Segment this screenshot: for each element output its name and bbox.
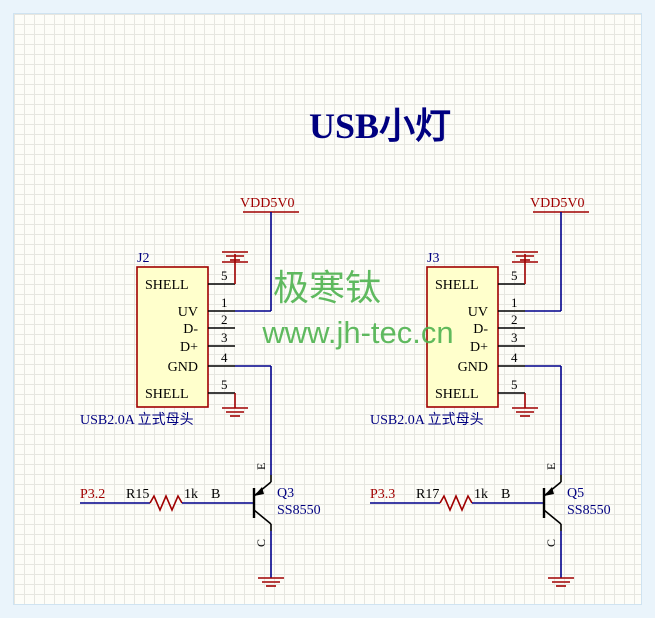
connector-pin-number: 4 [221,350,228,365]
connector-pin-label: SHELL [145,278,189,293]
transistor-emitter-label: E [544,463,558,470]
connector-pin-label: UV [178,305,198,320]
connector-pin-label: GND [168,360,198,375]
transistor-base-label: B [211,487,220,502]
page-title: USB小灯 [309,106,451,146]
connector-pin-number: 5 [221,377,228,392]
power-net-label: VDD5V0 [530,196,584,211]
connector-pin-number: 1 [221,295,228,310]
connector-pin-number: 5 [221,268,228,283]
connector-body [426,266,499,408]
input-net-label: P3.2 [80,487,105,502]
connector-pin-label: D- [473,322,488,337]
transistor-designator: Q3 [277,486,294,501]
transistor-designator: Q5 [567,486,584,501]
transistor-part-name: SS8550 [567,503,611,518]
resistor-value: 1k [474,487,488,502]
connector-pin-number: 5 [511,377,518,392]
resistor-value: 1k [184,487,198,502]
watermark-text: 极寒钛 [273,267,381,308]
connector-pin-label: D+ [470,340,488,355]
connector-pin-label: D- [183,322,198,337]
transistor-collector-leg [253,509,272,525]
connector-body [136,266,209,408]
transistor-collector-label: C [544,539,558,547]
connector-pin-label: SHELL [435,387,479,402]
resistor-symbol [149,493,183,513]
connector-part-name: USB2.0A 立式母头 [80,412,194,428]
connector-pin-label: UV [468,305,488,320]
resistor-symbol [439,493,473,513]
connector-pin-number: 4 [511,350,518,365]
transistor-collector-leg [543,509,562,525]
transistor-collector-label: C [254,539,268,547]
connector-pin-number: 2 [221,312,228,327]
schematic-sheet [14,14,641,604]
transistor-base-label: B [501,487,510,502]
watermark-url: www.jh-tec.cn [261,315,453,350]
connector-pin-label: D+ [180,340,198,355]
connector-pin-label: GND [458,360,488,375]
connector-pin-number: 3 [221,330,228,345]
input-net-label: P3.3 [370,487,395,502]
resistor-designator: R15 [126,487,149,502]
connector-designator: J2 [137,251,149,266]
connector-pin-number: 3 [511,330,518,345]
resistor-designator: R17 [416,487,439,502]
connector-pin-number: 2 [511,312,518,327]
connector-pin-label: SHELL [435,278,479,293]
connector-part-name: USB2.0A 立式母头 [370,412,484,428]
connector-designator: J3 [427,251,439,266]
transistor-emitter-arrow [254,487,264,496]
transistor-emitter-arrow [544,487,554,496]
connector-pin-number: 1 [511,295,518,310]
connector-pin-number: 5 [511,268,518,283]
transistor-part-name: SS8550 [277,503,321,518]
transistor-emitter-label: E [254,463,268,470]
power-net-label: VDD5V0 [240,196,294,211]
connector-pin-label: SHELL [145,387,189,402]
